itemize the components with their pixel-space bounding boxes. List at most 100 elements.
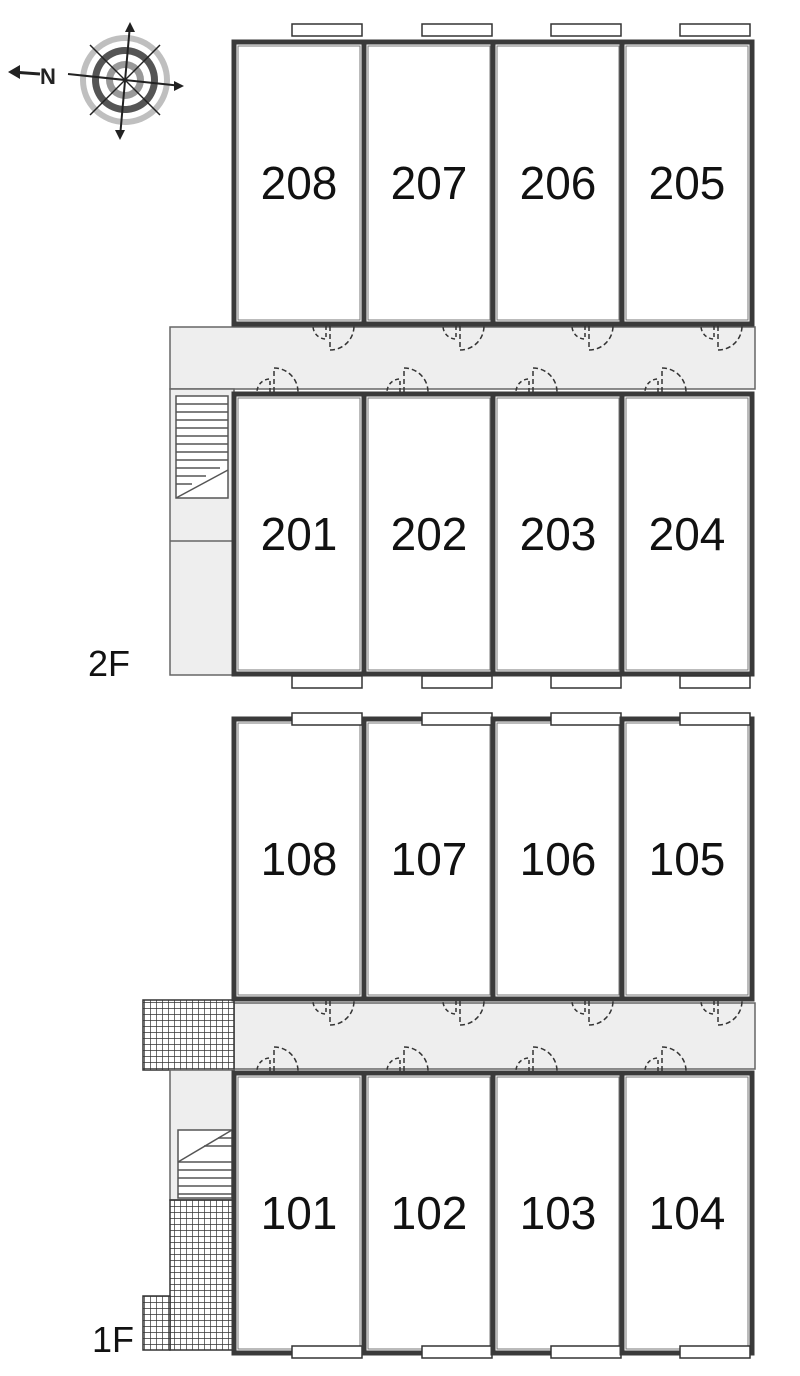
room-wall (231, 391, 367, 677)
door-swing (459, 325, 485, 351)
compass-rose-icon: N (8, 22, 184, 140)
room-number-101: 101 (261, 1187, 338, 1239)
window (291, 675, 363, 689)
floor-label-1f: 1F (92, 1319, 134, 1360)
room-number-206: 206 (520, 157, 597, 209)
door-swing (700, 325, 715, 340)
door-swing (588, 1000, 614, 1026)
room-inner-wall (237, 397, 361, 671)
door-swing (256, 378, 271, 393)
window (679, 23, 751, 37)
room-wall (490, 391, 626, 677)
corridor-2f (169, 326, 756, 390)
window (679, 1345, 751, 1359)
room-number-207: 207 (391, 157, 468, 209)
room-number-205: 205 (649, 157, 726, 209)
room-inner-wall (237, 45, 361, 321)
window (291, 1345, 363, 1359)
room-wall (619, 391, 755, 677)
door-swing (661, 367, 687, 393)
room-101: 101 (231, 1070, 367, 1359)
window (421, 23, 493, 37)
room-inner-wall (496, 45, 620, 321)
door-swing (256, 1057, 271, 1072)
door-swing (661, 1046, 687, 1072)
door-swing (515, 378, 530, 393)
door-swing (273, 1046, 299, 1072)
door-swing (644, 378, 659, 393)
door-swing (442, 1000, 457, 1015)
room-number-105: 105 (649, 833, 726, 885)
room-number-106: 106 (520, 833, 597, 885)
room-208: 208 (231, 23, 367, 327)
room-number-107: 107 (391, 833, 468, 885)
door-swing (386, 378, 401, 393)
room-103: 103 (490, 1070, 626, 1359)
door-swing (459, 1000, 485, 1026)
room-number-208: 208 (261, 157, 338, 209)
room-number-202: 202 (391, 508, 468, 560)
door-swing (386, 1057, 401, 1072)
room-wall (361, 391, 497, 677)
room-inner-wall (625, 397, 749, 671)
window (550, 712, 622, 726)
staircase-2f (175, 395, 229, 499)
room-number-203: 203 (520, 508, 597, 560)
door-swing (700, 1000, 715, 1015)
door-swing (312, 1000, 327, 1015)
window (550, 1345, 622, 1359)
staircase-1f (177, 1129, 233, 1199)
door-swing (532, 1046, 558, 1072)
window (291, 712, 363, 726)
room-wall (619, 716, 755, 1002)
door-swing (571, 1000, 586, 1015)
room-wall (619, 39, 755, 327)
door-swing (442, 325, 457, 340)
room-number-102: 102 (391, 1187, 468, 1239)
floor-1f-plan: 1F 108 107 106 105 101 102 103 104 (92, 712, 756, 1360)
window (291, 23, 363, 37)
room-204: 204 (619, 391, 755, 689)
room-203: 203 (490, 391, 626, 689)
window (550, 23, 622, 37)
window (421, 675, 493, 689)
room-108: 108 (231, 712, 367, 1002)
room-102: 102 (361, 1070, 497, 1359)
room-206: 206 (490, 23, 626, 327)
room-105: 105 (619, 712, 755, 1002)
room-207: 207 (361, 23, 497, 327)
door-swing (329, 1000, 355, 1026)
room-wall (361, 1070, 497, 1356)
corridor-1f (233, 1002, 756, 1070)
room-inner-wall (367, 45, 491, 321)
room-number-204: 204 (649, 508, 726, 560)
room-107: 107 (361, 712, 497, 1002)
door-swing (717, 1000, 743, 1026)
room-inner-wall (496, 397, 620, 671)
door-swing (571, 325, 586, 340)
window (421, 1345, 493, 1359)
door-swing (588, 325, 614, 351)
compass-north-label: N (40, 64, 56, 89)
room-inner-wall (367, 397, 491, 671)
door-swing (329, 325, 355, 351)
door-swing (644, 1057, 659, 1072)
room-inner-wall (625, 45, 749, 321)
room-wall (490, 39, 626, 327)
room-number-108: 108 (261, 833, 338, 885)
door-swing (532, 367, 558, 393)
door-swing (403, 1046, 429, 1072)
door-swing (403, 367, 429, 393)
window (421, 712, 493, 726)
door-swing (515, 1057, 530, 1072)
grating-1f (169, 1199, 235, 1351)
room-201: 201 (231, 391, 367, 689)
window (679, 675, 751, 689)
room-104: 104 (619, 1070, 755, 1359)
room-number-104: 104 (649, 1187, 726, 1239)
door-swing (273, 367, 299, 393)
room-number-201: 201 (261, 508, 338, 560)
door-swing (312, 325, 327, 340)
